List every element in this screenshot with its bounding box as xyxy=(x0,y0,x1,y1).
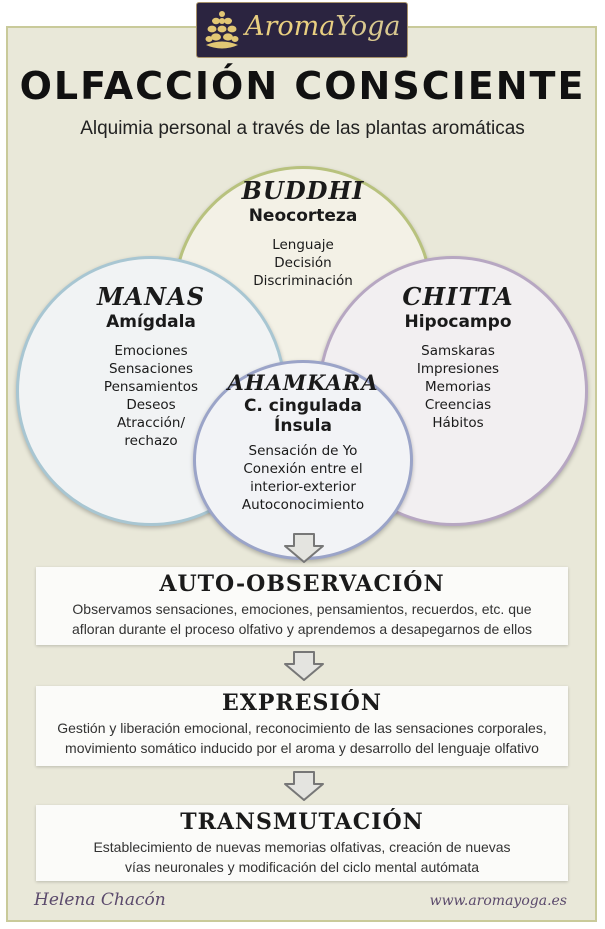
author-signature: Helena Chacón xyxy=(34,890,166,910)
chitta-text: CHITTA Hipocampo Samskaras Impresiones M… xyxy=(373,282,543,432)
manas-region: Amígdala xyxy=(106,312,196,332)
page-subtitle: Alquimia personal a través de las planta… xyxy=(80,118,525,139)
buddhi-name: BUDDHI xyxy=(241,176,365,205)
list-item: Memorias xyxy=(425,379,491,395)
step-description: Establecimiento de nuevas memorias olfat… xyxy=(36,837,568,877)
list-item: Decisión xyxy=(274,255,332,271)
website-link[interactable]: www.aromayoga.es xyxy=(429,893,567,909)
list-item: Autoconocimiento xyxy=(241,497,365,513)
list-item: Lenguaje xyxy=(272,237,334,253)
ahamkara-region-line1: C. cingulada xyxy=(243,396,363,416)
list-item: Creencias xyxy=(424,397,492,413)
brand-logo: AromaYoga xyxy=(196,2,408,58)
down-arrow-icon xyxy=(284,771,324,801)
list-item: interior-exterior xyxy=(250,479,356,495)
step-title: TRANSMUTACIÓN xyxy=(180,809,424,835)
list-item: Sensaciones xyxy=(108,361,194,377)
list-item: Emociones xyxy=(114,343,188,359)
chitta-region: Hipocampo xyxy=(404,312,512,332)
step-description: Gestión y liberación emocional, reconoci… xyxy=(36,718,568,758)
step-transmutacion: TRANSMUTACIÓN Establecimiento de nuevas … xyxy=(36,805,568,881)
step-title: AUTO-OBSERVACIÓN xyxy=(159,571,445,597)
step-line: Establecimiento de nuevas memorias olfat… xyxy=(93,839,511,855)
step-line: movimiento somático inducido por el arom… xyxy=(65,740,539,756)
list-item: Deseos xyxy=(126,397,176,413)
chitta-items: Samskaras Impresiones Memorias Creencias… xyxy=(373,342,543,432)
step-line: afloran durante el proceso olfativo y ap… xyxy=(72,621,532,637)
brand-name: AromaYoga xyxy=(245,11,401,42)
step-title: EXPRESIÓN xyxy=(222,690,382,716)
page-title: OLFACCIÓN CONSCIENTE xyxy=(19,64,586,108)
manas-text: MANAS Amígdala Emociones Sensaciones Pen… xyxy=(66,282,236,450)
step-description: Observamos sensaciones, emociones, pensa… xyxy=(36,599,568,639)
list-item: Impresiones xyxy=(416,361,500,377)
manas-name: MANAS xyxy=(96,282,206,311)
buddhi-items: Lenguaje Decisión Discriminación xyxy=(213,236,393,290)
step-line: Observamos sensaciones, emociones, pensa… xyxy=(72,601,532,617)
list-item: Hábitos xyxy=(432,415,484,431)
list-item: Pensamientos xyxy=(103,379,199,395)
step-line: vías neuronales y modificación del ciclo… xyxy=(124,859,480,875)
ahamkara-name: AHAMKARA xyxy=(227,370,379,395)
circle-ahamkara xyxy=(193,360,413,560)
ahamkara-text: AHAMKARA C. cingulada Ínsula Sensación d… xyxy=(208,370,398,514)
lotus-pinecone-icon xyxy=(205,11,239,49)
list-item: Sensación de Yo xyxy=(248,443,358,459)
step-auto-observacion: AUTO-OBSERVACIÓN Observamos sensaciones,… xyxy=(36,567,568,645)
chitta-name: CHITTA xyxy=(402,282,514,311)
list-item: Samskaras xyxy=(421,343,495,359)
list-item: Atracción/ xyxy=(116,415,186,431)
list-item: Conexión entre el xyxy=(243,461,363,477)
ahamkara-region-line2: Ínsula xyxy=(274,416,332,436)
step-line: Gestión y liberación emocional, reconoci… xyxy=(57,720,547,736)
ahamkara-items: Sensación de Yo Conexión entre el interi… xyxy=(208,442,398,514)
buddhi-text: BUDDHI Neocorteza Lenguaje Decisión Disc… xyxy=(213,176,393,290)
list-item: Discriminación xyxy=(253,273,353,289)
manas-items: Emociones Sensaciones Pensamientos Deseo… xyxy=(66,342,236,450)
step-expresion: EXPRESIÓN Gestión y liberación emocional… xyxy=(36,686,568,766)
buddhi-region: Neocorteza xyxy=(248,206,358,226)
down-arrow-icon xyxy=(284,533,324,563)
down-arrow-icon xyxy=(284,651,324,681)
list-item: rechazo xyxy=(124,433,178,449)
